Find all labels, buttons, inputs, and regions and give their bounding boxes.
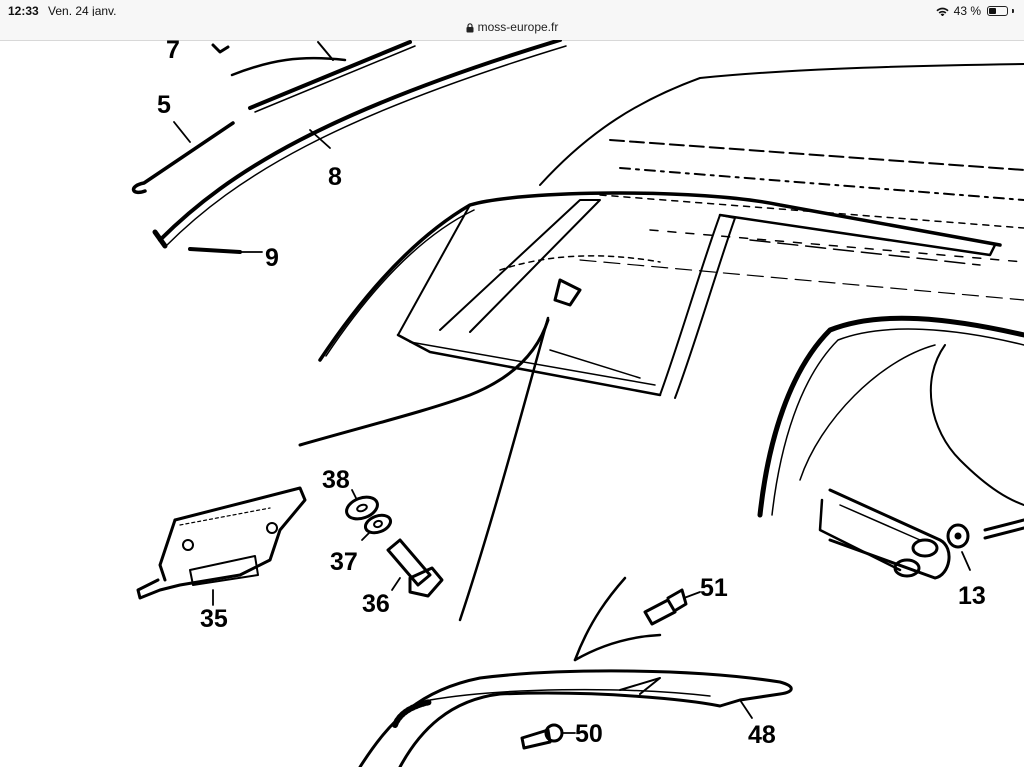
callout-8: 8 bbox=[328, 163, 342, 191]
callout-9: 9 bbox=[265, 244, 279, 272]
battery-fill bbox=[989, 8, 996, 14]
callout-38: 38 bbox=[322, 466, 350, 494]
address-bar[interactable]: moss-europe.fr bbox=[0, 16, 1024, 41]
seal-rubber bbox=[818, 488, 951, 580]
pin-9 bbox=[188, 247, 263, 254]
callout-35: 35 bbox=[200, 605, 228, 633]
battery-icon bbox=[987, 6, 1008, 16]
callout-7: 7 bbox=[166, 40, 180, 64]
callout-51: 51 bbox=[700, 574, 728, 602]
washer-37 bbox=[361, 513, 393, 541]
windshield-frame bbox=[318, 191, 1002, 399]
callout-48: 48 bbox=[748, 721, 776, 749]
parts-diagram: 7 5 8 9 38 37 36 35 51 13 48 50 bbox=[131, 40, 1024, 767]
clip-5 bbox=[131, 121, 235, 195]
callout-50: 50 bbox=[575, 720, 603, 748]
bolt-51 bbox=[643, 588, 701, 626]
callout-37: 37 bbox=[330, 548, 358, 576]
bracket-35 bbox=[136, 486, 307, 606]
washer-38 bbox=[345, 489, 379, 521]
callout-36: 36 bbox=[362, 590, 390, 618]
bolt-36 bbox=[386, 538, 444, 598]
bolt-50 bbox=[520, 723, 576, 750]
battery-nub bbox=[1012, 9, 1014, 13]
status-time: 12:33 bbox=[8, 4, 39, 18]
lock-icon bbox=[466, 23, 474, 33]
status-right: 43 % bbox=[935, 0, 1014, 22]
callout-5: 5 bbox=[157, 91, 171, 119]
window-channel bbox=[757, 315, 1024, 518]
battery-percent: 43 % bbox=[953, 4, 981, 18]
leader-line-center bbox=[458, 316, 550, 622]
screw-13 bbox=[946, 518, 1024, 571]
status-date: Ven. 24 janv. bbox=[48, 4, 117, 18]
wifi-icon bbox=[936, 7, 949, 16]
url-text[interactable]: moss-europe.fr bbox=[477, 20, 559, 34]
trim-strip-8 bbox=[152, 40, 567, 249]
callout-13: 13 bbox=[958, 582, 986, 610]
trim-strip-7 bbox=[211, 40, 416, 113]
trim-48 bbox=[358, 576, 793, 767]
